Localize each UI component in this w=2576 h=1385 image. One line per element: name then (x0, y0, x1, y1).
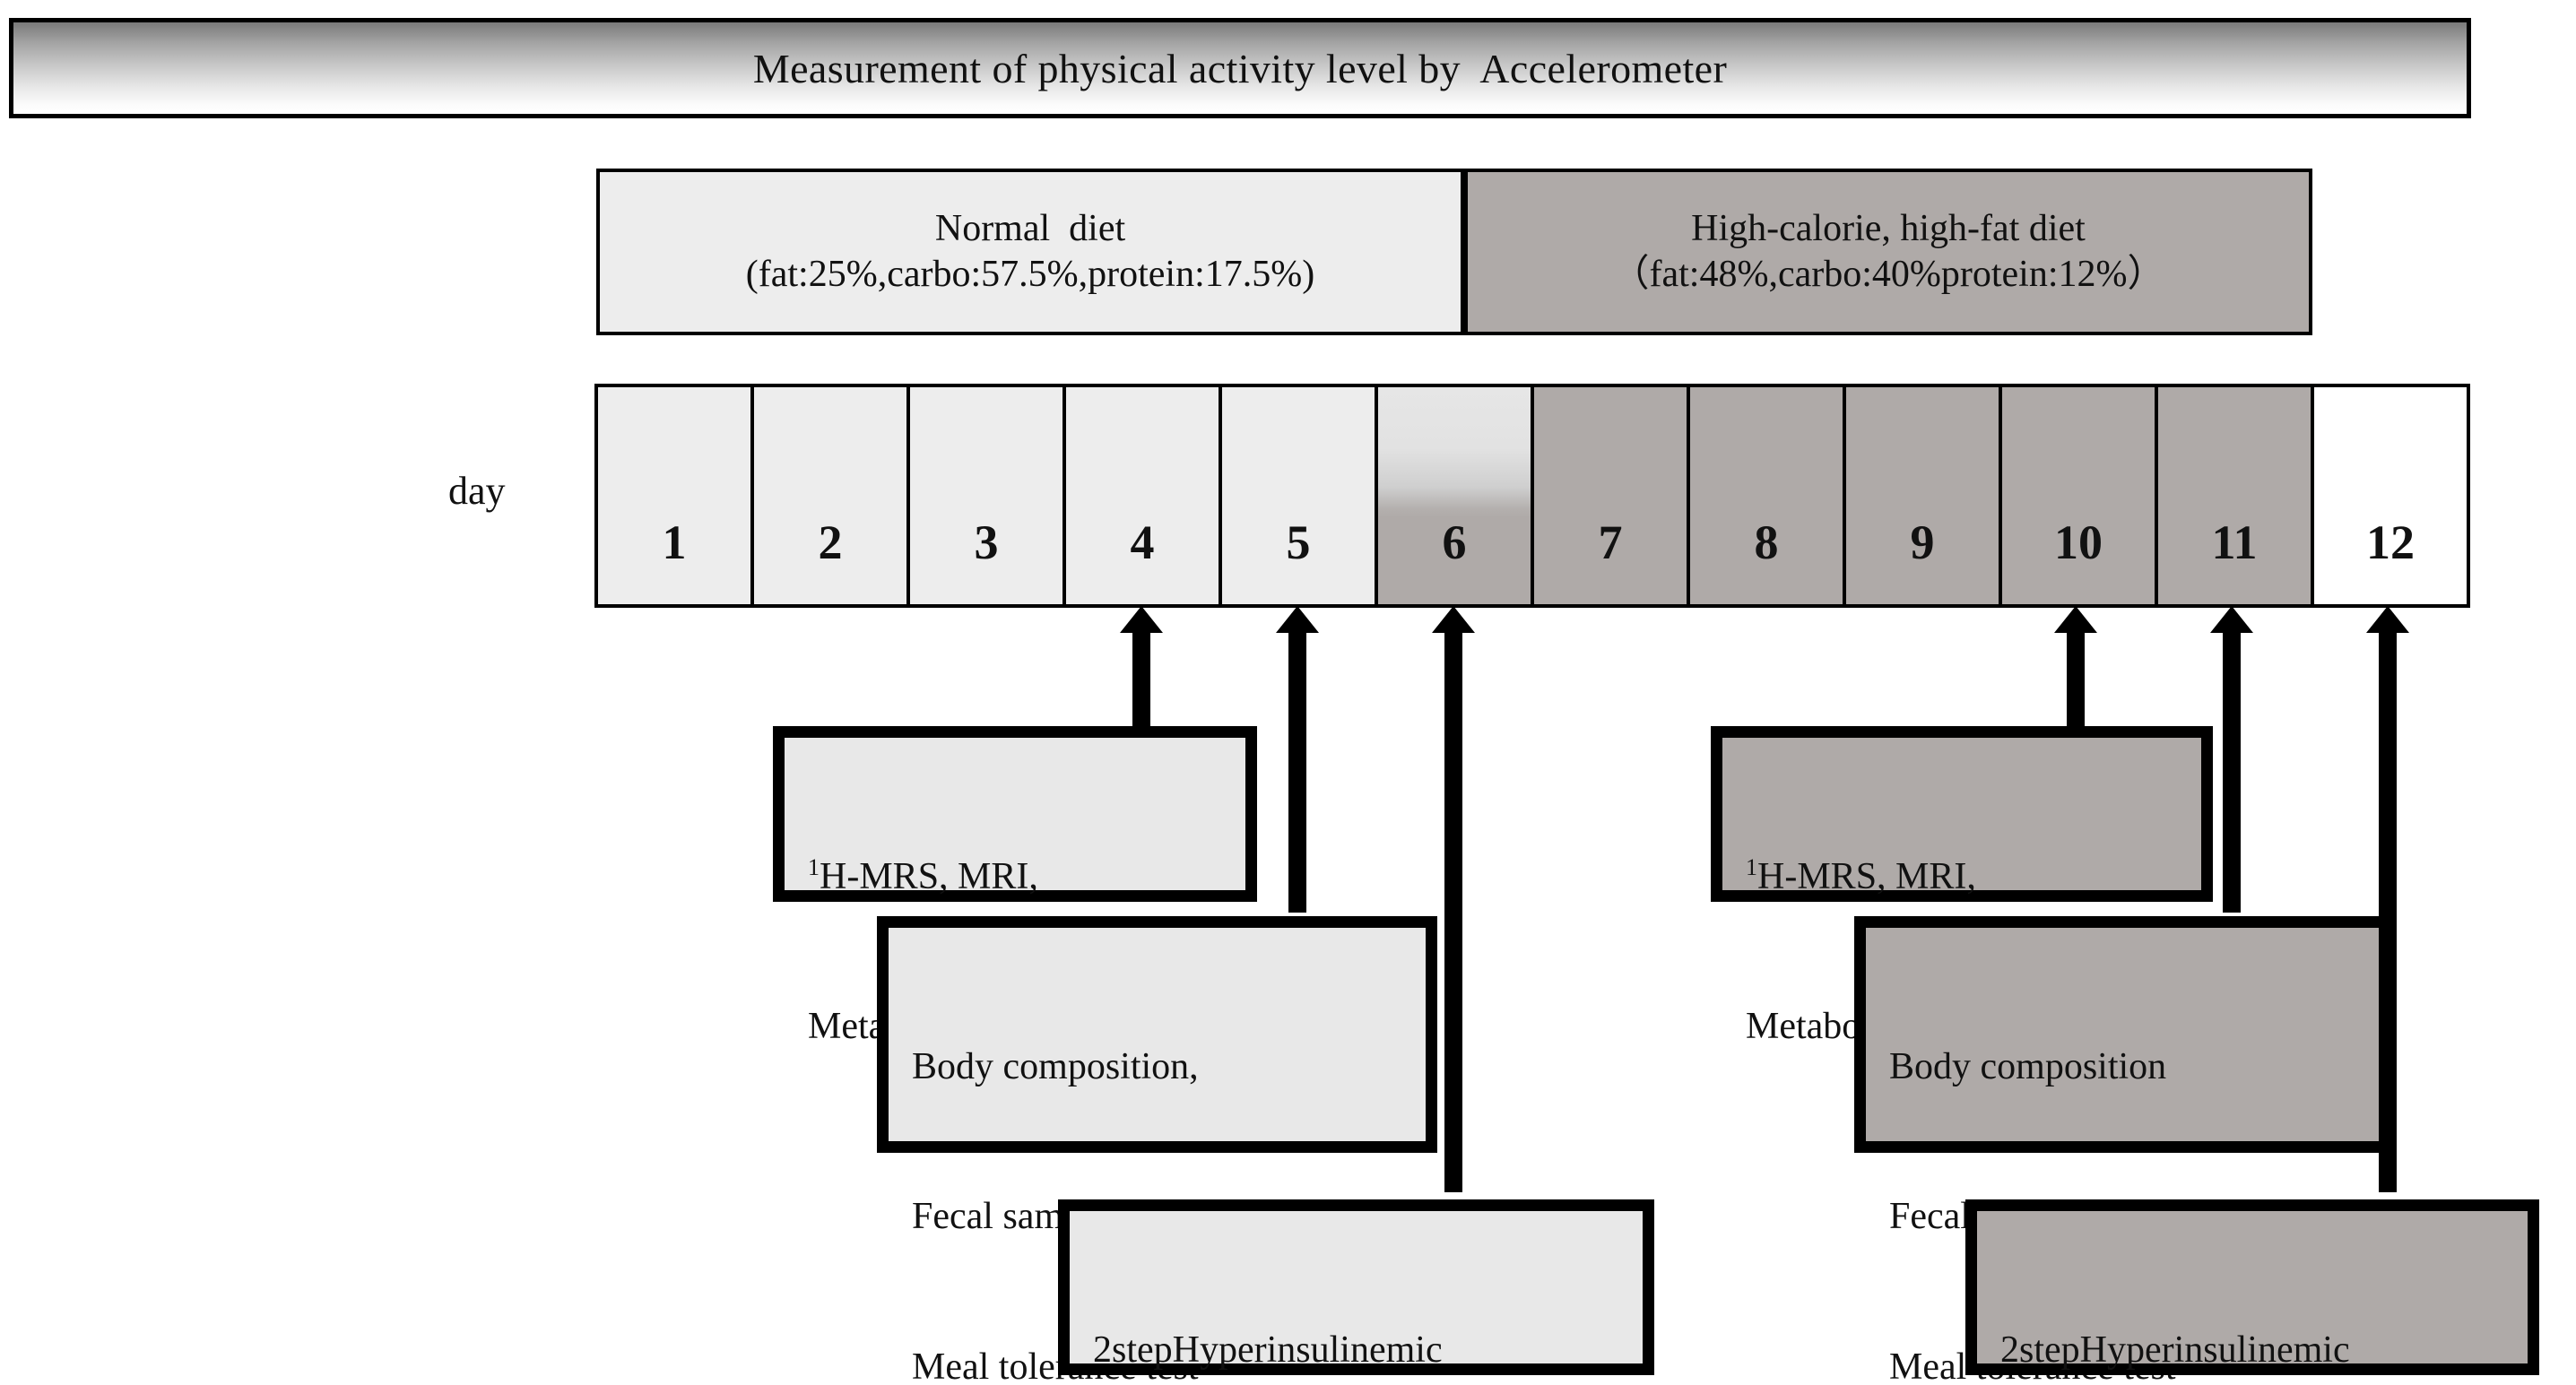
day-number: 2 (818, 515, 843, 569)
callout-clamp-left: 2stepHyperinsulinemic euglycemic clamp (1058, 1199, 1654, 1375)
accelerometer-banner-label: Measurement of physical activity level b… (752, 45, 1728, 91)
day-number: 10 (2054, 515, 2103, 569)
arrow-to-day-10 (2067, 629, 2085, 728)
callout-mrs-left: 1H-MRS, MRI, Metabolic chamber (773, 726, 1257, 1047)
day-number: 1 (662, 515, 687, 569)
callout-line-text: Body composition, (912, 1045, 1199, 1087)
day-cell-5: 5 (1222, 387, 1378, 604)
diet-phase-high-calorie-name: High-calorie, high-fat diet (1691, 207, 2086, 249)
day-cell-3: 3 (910, 387, 1066, 604)
day-number: 3 (974, 515, 999, 569)
callout-line-text: 2stepHyperinsulinemic (2000, 1329, 2350, 1371)
day-number: 4 (1130, 515, 1155, 569)
day-number: 7 (1598, 515, 1623, 569)
arrow-to-day-5 (1288, 629, 1306, 913)
callout-line-text: 2stepHyperinsulinemic (1093, 1329, 1443, 1371)
arrow-to-day-4 (1132, 629, 1150, 728)
callout-line-text: H-MRS, MRI, (820, 855, 1038, 897)
callout-mrs-right: 1H-MRS, MRI, Metabolic chamber (1711, 726, 2213, 1047)
day-number: 5 (1286, 515, 1311, 569)
diet-phase-normal-name: Normal diet (934, 207, 1126, 249)
arrow-to-day-6 (1444, 629, 1462, 1192)
day-cell-6: 6 (1378, 387, 1534, 604)
day-cell-7: 7 (1534, 387, 1690, 604)
day-timeline: 1 2 3 4 5 6 7 8 9 10 11 12 (594, 384, 2470, 608)
callout-line: 1H-MRS, MRI, (1746, 853, 2178, 903)
day-cell-11: 11 (2158, 387, 2314, 604)
diet-phase-high-calorie-macros: （fat:48%,carbo:40%protein:12%） (1611, 254, 2165, 295)
day-cell-10: 10 (2002, 387, 2158, 604)
day-number: 9 (1910, 515, 1935, 569)
callout-line: 1H-MRS, MRI, (808, 853, 1222, 903)
callout-line-text: H-MRS, MRI, (1757, 855, 1976, 897)
diet-phase-normal: Normal diet (fat:25%,carbo:57.5%,protein… (596, 169, 1464, 335)
callout-body-composition-left: Body composition, Fecal sample, Meal tol… (877, 916, 1437, 1385)
day-number: 8 (1754, 515, 1779, 569)
day-axis-label: day (448, 469, 506, 513)
day-cell-12: 12 (2314, 387, 2467, 604)
superscript-1: 1 (808, 853, 820, 880)
callout-line-text: Body composition (1889, 1045, 2167, 1087)
callout-clamp-right: 2stepHyperinsulinemic euglycemic clamp (1965, 1199, 2539, 1375)
day-cell-9: 9 (1846, 387, 2002, 604)
diet-phase-normal-macros: (fat:25%,carbo:57.5%,protein:17.5%) (745, 254, 1315, 295)
diet-phase-high-calorie: High-calorie, high-fat diet （fat:48%,car… (1464, 169, 2312, 335)
accelerometer-banner: Measurement of physical activity level b… (9, 18, 2471, 118)
callout-body-composition-right: Body composition Fecal sample, Meal tole… (1854, 916, 2390, 1385)
superscript-1: 1 (1746, 853, 1758, 880)
day-number: 11 (2211, 515, 2258, 569)
day-cell-2: 2 (754, 387, 910, 604)
day-cell-1: 1 (598, 387, 754, 604)
day-cell-4: 4 (1066, 387, 1222, 604)
day-number: 12 (2366, 515, 2415, 569)
arrow-to-day-11 (2223, 629, 2241, 913)
day-number: 6 (1442, 515, 1467, 569)
day-cell-8: 8 (1690, 387, 1846, 604)
